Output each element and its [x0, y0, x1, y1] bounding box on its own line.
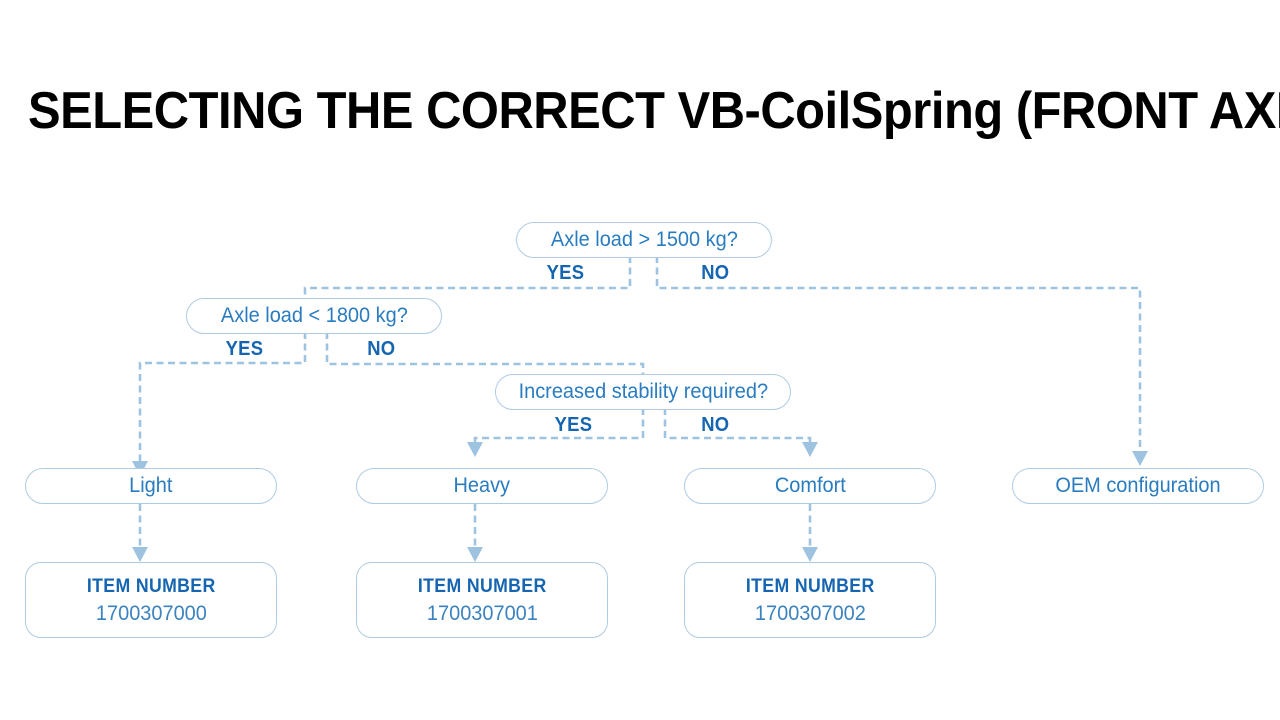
result-label: OEM configuration: [1055, 474, 1221, 497]
item-number-value: 1700307000: [95, 602, 207, 625]
result-node-comfort[interactable]: Comfort: [684, 468, 936, 504]
arrowhead-comfort-item: [802, 547, 818, 562]
result-node-oem-configuration[interactable]: OEM configuration: [1012, 468, 1264, 504]
item-number-heading: ITEM NUMBER: [417, 576, 547, 597]
result-node-light[interactable]: Light: [25, 468, 277, 504]
result-label: Light: [129, 474, 173, 497]
arrowhead-comfort: [802, 442, 818, 457]
branch-label-d3-no: NO: [701, 414, 730, 436]
arrowhead-light-item: [132, 547, 148, 562]
branch-label-d1-no: NO: [701, 262, 730, 284]
decision-label: Axle load > 1500 kg?: [550, 228, 738, 251]
decision-label: Axle load < 1800 kg?: [220, 304, 408, 327]
decision-node-increased-stability[interactable]: Increased stability required?: [495, 374, 791, 410]
item-number-value: 1700307001: [426, 602, 538, 625]
branch-label-d2-no: NO: [367, 338, 396, 360]
connector-d3-no: [663, 408, 812, 443]
item-number-card-comfort[interactable]: ITEM NUMBER 1700307002: [684, 562, 936, 638]
item-number-card-light[interactable]: ITEM NUMBER 1700307000: [25, 562, 277, 638]
item-number-card-heavy[interactable]: ITEM NUMBER 1700307001: [356, 562, 608, 638]
decision-node-axle-load-gt-1500[interactable]: Axle load > 1500 kg?: [516, 222, 772, 258]
result-label: Heavy: [453, 474, 511, 497]
result-label: Comfort: [774, 474, 846, 497]
arrowhead-heavy-item: [467, 547, 483, 562]
arrowhead-heavy: [467, 442, 483, 457]
connector-d2-yes: [138, 332, 307, 462]
page-title: SELECTING THE CORRECT VB-CoilSpring (FRO…: [28, 82, 1280, 140]
branch-label-d3-yes: YES: [554, 414, 593, 436]
item-number-value: 1700307002: [754, 602, 866, 625]
connector-d1-no: [655, 256, 1142, 452]
branch-label-d1-yes: YES: [546, 262, 585, 284]
arrowhead-oem: [1132, 451, 1148, 466]
item-number-heading: ITEM NUMBER: [86, 576, 216, 597]
decision-label: Increased stability required?: [518, 380, 768, 403]
decision-node-axle-load-lt-1800[interactable]: Axle load < 1800 kg?: [186, 298, 442, 334]
item-number-heading: ITEM NUMBER: [745, 576, 875, 597]
branch-label-d2-yes: YES: [225, 338, 264, 360]
result-node-heavy[interactable]: Heavy: [356, 468, 608, 504]
